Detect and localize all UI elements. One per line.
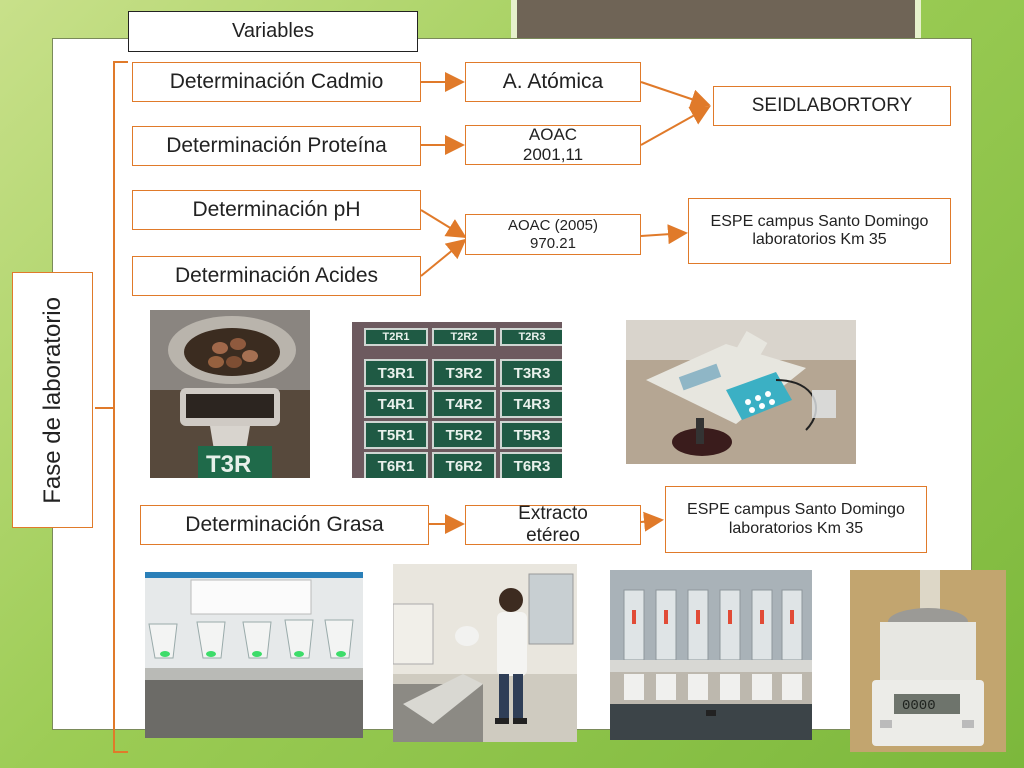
sample-tag: T2R2 bbox=[432, 328, 496, 346]
sample-tag: T4R3 bbox=[500, 390, 562, 418]
photo-lab-worker bbox=[393, 564, 577, 742]
variable-cadmio: Determinación Cadmio bbox=[132, 62, 421, 102]
variable-acides: Determinación Acides bbox=[132, 256, 421, 296]
variable-ph: Determinación pH bbox=[132, 190, 421, 230]
arrow-aoac2005-espe1 bbox=[640, 224, 688, 245]
sample-tag: T3R3 bbox=[500, 359, 562, 387]
side-label-box: Fase de laboratorio bbox=[12, 272, 93, 528]
photo-ph-meter bbox=[626, 320, 856, 464]
sample-tag: T2R3 bbox=[500, 328, 562, 346]
photo-fat-cups bbox=[145, 572, 363, 738]
variable-grasa: Determinación Grasa bbox=[140, 505, 429, 545]
variables-header: Variables bbox=[128, 11, 418, 52]
bracket-line bbox=[113, 61, 128, 753]
sample-tag: T6R1 bbox=[364, 452, 428, 478]
photo-soxhlet-apparatus bbox=[610, 570, 812, 740]
method-extracto: Extracto etéreo bbox=[465, 503, 641, 546]
svg-text:0000: 0000 bbox=[902, 698, 936, 714]
sample-tag: T6R2 bbox=[432, 452, 496, 478]
arrow-ph-aoac2005 bbox=[420, 209, 467, 239]
sample-tag: T4R2 bbox=[432, 390, 496, 418]
photo1-tag-text: T3R bbox=[206, 451, 251, 478]
arrow-aoac2001-seid bbox=[640, 106, 711, 146]
sample-tag: T5R3 bbox=[500, 421, 562, 449]
photo-analytical-balance: 0000 bbox=[850, 570, 1006, 752]
side-label-text: Fase de laboratorio bbox=[38, 296, 66, 504]
sample-tag: T5R1 bbox=[364, 421, 428, 449]
photo-cadmium-sample: T3R bbox=[150, 310, 310, 478]
sample-tag: T4R1 bbox=[364, 390, 428, 418]
method-aoac2005: AOAC (2005) 970.21 bbox=[465, 214, 641, 255]
arrow-atomica-seid bbox=[640, 81, 711, 109]
lab-seidlabortory: SEIDLABORTORY bbox=[713, 86, 951, 126]
method-aoac2001: AOAC 2001,11 bbox=[465, 125, 641, 165]
sample-tag: T3R1 bbox=[364, 359, 428, 387]
sample-tag: T2R1 bbox=[364, 328, 428, 346]
lab-espe-1: ESPE campus Santo Domingo laboratorios K… bbox=[688, 198, 951, 264]
sample-tag: T5R2 bbox=[432, 421, 496, 449]
lab-espe-2: ESPE campus Santo Domingo laboratorios K… bbox=[665, 486, 927, 553]
variable-proteina: Determinación Proteína bbox=[132, 126, 421, 166]
sample-tag: T3R2 bbox=[432, 359, 496, 387]
method-atomica: A. Atómica bbox=[465, 62, 641, 102]
sample-tag: T6R3 bbox=[500, 452, 562, 478]
arrow-acides-aoac2005 bbox=[420, 238, 467, 277]
arrow-extracto-espe2 bbox=[640, 511, 664, 532]
